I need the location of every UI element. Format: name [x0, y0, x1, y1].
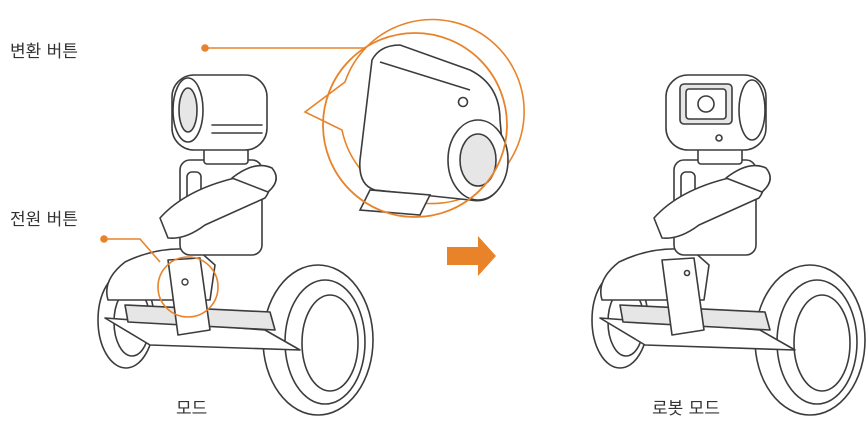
robot-illustration-robot-mode [592, 75, 865, 415]
power-button-dot [182, 279, 188, 285]
robot-illustration-mode [98, 75, 373, 415]
arrow-right-icon [447, 236, 496, 276]
